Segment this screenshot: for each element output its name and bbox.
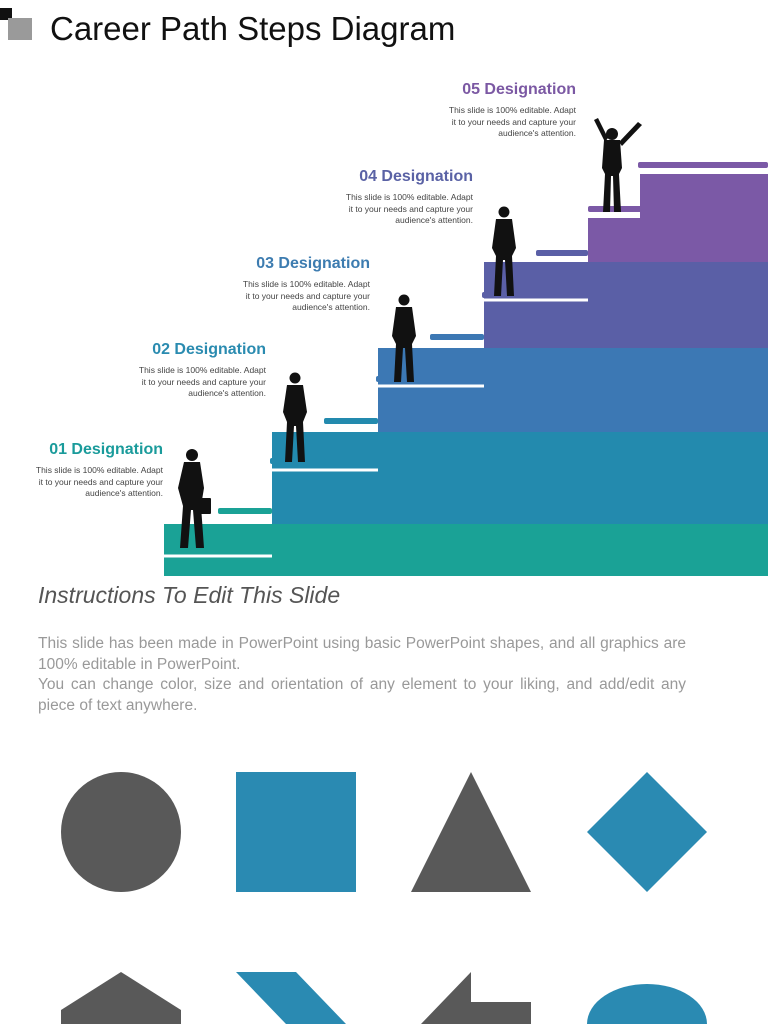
step-1-text: 01 Designation This slide is 100% editab… (15, 441, 163, 500)
step-5-text: 05 Designation This slide is 100% editab… (428, 81, 576, 140)
instructions-line-1: This slide has been made in PowerPoint u… (38, 635, 686, 673)
step-5-heading: 05 Designation (462, 81, 576, 98)
arrow-shape[interactable] (421, 972, 531, 1024)
step-3-text: 03 Designation This slide is 100% editab… (222, 255, 370, 314)
sample-shapes (61, 772, 707, 1024)
ellipse-shape[interactable] (587, 984, 707, 1024)
pentagon-shape[interactable] (61, 972, 181, 1024)
step-4-block (484, 262, 768, 348)
step-4-text: 04 Designation This slide is 100% editab… (325, 168, 473, 227)
step-5-top-block (640, 174, 768, 218)
instructions-title: Instructions To Edit This Slide (38, 582, 341, 608)
step-3-block (378, 348, 768, 432)
career-stairs-diagram (164, 118, 768, 576)
step-2-text: 02 Designation This slide is 100% editab… (118, 341, 266, 400)
person-3-icon (392, 294, 416, 382)
square-shape[interactable] (236, 772, 356, 892)
person-2-icon (283, 372, 307, 462)
step-3-heading: 03 Designation (256, 255, 370, 272)
circle-shape[interactable] (61, 772, 181, 892)
step-5-block (588, 218, 768, 262)
step-1-heading: 01 Designation (49, 441, 163, 458)
instructions-line-2: You can change color, size and orientati… (38, 676, 686, 714)
parallelogram-shape[interactable] (236, 972, 346, 1024)
title-squares-icon (0, 8, 32, 40)
person-1-icon (178, 449, 211, 548)
step-4-heading: 04 Designation (359, 168, 473, 185)
step-2-heading: 02 Designation (152, 341, 266, 358)
person-4-icon (492, 206, 516, 296)
person-5-celebrating-icon (594, 118, 642, 212)
diamond-shape[interactable] (587, 772, 707, 892)
triangle-shape[interactable] (411, 772, 531, 892)
instructions-body: This slide has been made in PowerPoint u… (38, 634, 686, 716)
step-2-block (272, 432, 768, 524)
step-1-block (164, 524, 768, 576)
page-title: Career Path Steps Diagram (50, 10, 456, 47)
